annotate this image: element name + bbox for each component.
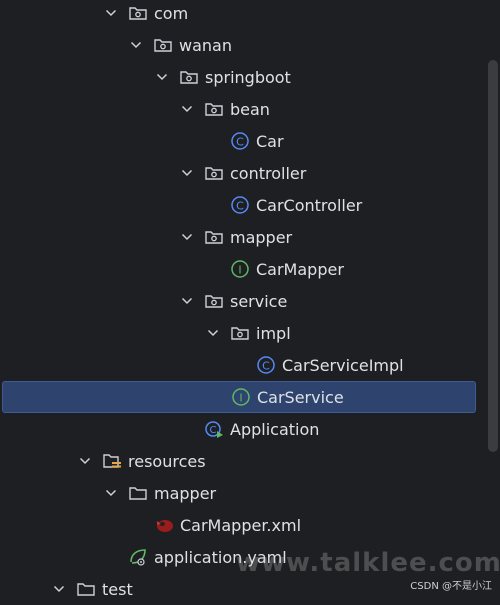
resources-folder-icon <box>102 451 122 471</box>
chevron-down-icon[interactable] <box>104 6 118 20</box>
spring-application-icon: C <box>204 419 224 439</box>
tree-item-controller[interactable]: controller <box>0 157 478 189</box>
tree-item-application[interactable]: C Application <box>0 413 478 445</box>
svg-text:C: C <box>236 136 244 149</box>
tree-item-wanan[interactable]: wanan <box>0 29 478 61</box>
tree-item-label: bean <box>230 99 270 119</box>
tree-item-label: test <box>102 579 133 599</box>
tree-item-carmapper[interactable]: I CarMapper <box>0 253 478 285</box>
tree-item-service[interactable]: service <box>0 285 478 317</box>
folder-icon <box>128 483 148 503</box>
credit-text: CSDN @不是小江 <box>410 581 492 592</box>
spring-yaml-icon <box>128 547 148 567</box>
java-interface-icon: I <box>231 387 251 407</box>
package-folder-icon <box>179 67 199 87</box>
package-folder-icon <box>204 227 224 247</box>
package-folder-icon <box>204 291 224 311</box>
chevron-down-icon[interactable] <box>78 454 92 468</box>
chevron-down-icon[interactable] <box>52 582 66 596</box>
tree-item-impl[interactable]: impl <box>0 317 478 349</box>
tree-item-label: Car <box>256 131 284 151</box>
svg-text:I: I <box>239 392 242 405</box>
tree-item-label: CarMapper.xml <box>180 515 302 535</box>
tree-item-label: service <box>230 291 288 311</box>
package-folder-icon <box>204 163 224 183</box>
tree-item-bean[interactable]: bean <box>0 93 478 125</box>
tree-item-label: com <box>154 3 189 23</box>
java-class-icon: C <box>230 131 250 151</box>
tree-item-label: CarController <box>256 195 363 215</box>
chevron-down-icon[interactable] <box>129 38 143 52</box>
package-folder-icon <box>230 323 250 343</box>
tree-item-carserviceimpl[interactable]: C CarServiceImpl <box>0 349 478 381</box>
tree-item-resources[interactable]: resources <box>0 445 478 477</box>
tree-item-label: mapper <box>154 483 217 503</box>
java-class-icon: C <box>256 355 276 375</box>
tree-item-label: CarMapper <box>256 259 344 279</box>
tree-item-label: wanan <box>179 35 232 55</box>
tree-item-label: springboot <box>205 67 291 87</box>
package-folder-icon <box>128 3 148 23</box>
tree-item-springboot[interactable]: springboot <box>0 61 478 93</box>
java-class-icon: C <box>230 195 250 215</box>
folder-icon <box>76 579 96 599</box>
chevron-down-icon[interactable] <box>180 294 194 308</box>
tree-item-application-yaml[interactable]: application.yaml <box>0 541 478 573</box>
tree-item-mapper[interactable]: mapper <box>0 477 478 509</box>
tree-item-label: impl <box>256 323 291 343</box>
tree-item-carmapper-xml[interactable]: CarMapper.xml <box>0 509 478 541</box>
tree-item-carcontroller[interactable]: C CarController <box>0 189 478 221</box>
java-interface-icon: I <box>230 259 250 279</box>
package-folder-icon <box>204 99 224 119</box>
tree-item-label: application.yaml <box>154 547 287 567</box>
tree-item-carservice[interactable]: I CarService <box>2 381 476 413</box>
tree-item-label: CarService <box>257 387 344 407</box>
mybatis-xml-icon <box>154 515 174 535</box>
tree-item-label: controller <box>230 163 307 183</box>
tree-item-test[interactable]: test <box>0 573 478 605</box>
svg-text:C: C <box>262 360 270 373</box>
chevron-down-icon[interactable] <box>206 326 220 340</box>
tree-item-com[interactable]: com <box>0 0 478 29</box>
chevron-down-icon[interactable] <box>180 166 194 180</box>
tree-item-car[interactable]: C Car <box>0 125 478 157</box>
tree-item-label: mapper <box>230 227 293 247</box>
chevron-down-icon[interactable] <box>180 230 194 244</box>
vertical-scrollbar[interactable] <box>488 60 498 452</box>
chevron-down-icon[interactable] <box>104 486 118 500</box>
tree-item-label: resources <box>128 451 206 471</box>
svg-text:C: C <box>236 200 244 213</box>
tree-item-label: Application <box>230 419 320 439</box>
svg-text:I: I <box>238 264 241 277</box>
package-folder-icon <box>153 35 173 55</box>
chevron-down-icon[interactable] <box>180 102 194 116</box>
svg-text:C: C <box>210 425 217 436</box>
tree-item-mapper[interactable]: mapper <box>0 221 478 253</box>
tree-item-label: CarServiceImpl <box>282 355 404 375</box>
chevron-down-icon[interactable] <box>155 70 169 84</box>
